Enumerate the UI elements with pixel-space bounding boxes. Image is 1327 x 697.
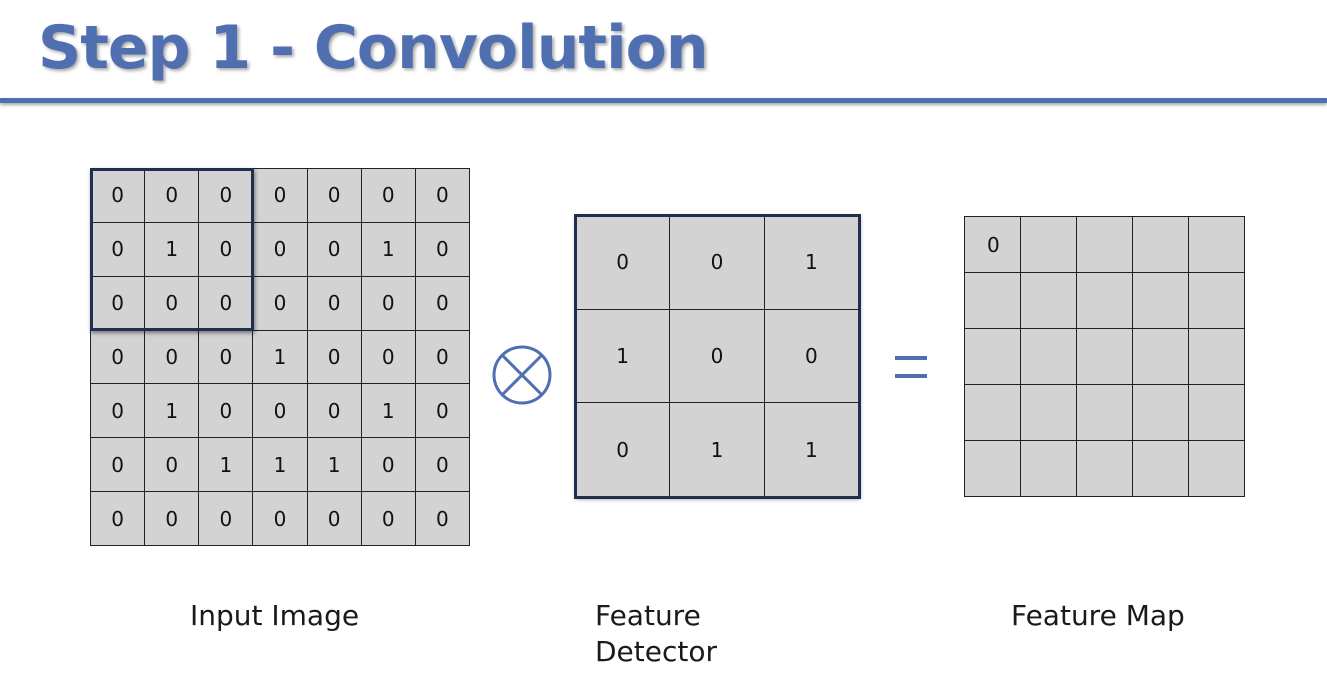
circled-times-icon — [492, 345, 552, 405]
grid-cell — [1189, 441, 1245, 497]
grid-cell — [1189, 273, 1245, 329]
grid-cell: 0 — [415, 492, 470, 546]
feature-map-grid: 0 — [964, 216, 1245, 497]
grid-cell: 0 — [145, 330, 200, 385]
grid-cell: 0 — [361, 438, 416, 493]
grid-cell — [1133, 385, 1189, 441]
grid-cell — [1133, 273, 1189, 329]
grid-cell: 0 — [415, 169, 470, 223]
grid-cell: 1 — [253, 438, 308, 493]
grid-cell: 0 — [415, 222, 470, 277]
equals-icon — [895, 356, 927, 378]
grid-cell: 1 — [764, 403, 859, 497]
grid-cell: 0 — [199, 384, 254, 439]
grid-cell: 0 — [361, 276, 416, 331]
grid-cell — [1133, 441, 1189, 497]
grid-cell — [1133, 217, 1189, 273]
grid-cell: 1 — [199, 438, 254, 493]
grid-cell: 0 — [145, 169, 200, 223]
grid-cell: 0 — [199, 276, 254, 331]
grid-cell — [1077, 441, 1133, 497]
grid-cell: 0 — [91, 222, 146, 277]
grid-cell: 1 — [764, 216, 859, 310]
grid-cell: 0 — [307, 492, 362, 546]
feature-detector-label-line1: Feature — [595, 599, 701, 632]
grid-cell: 0 — [415, 438, 470, 493]
grid-cell: 0 — [253, 169, 308, 223]
grid-cell — [1133, 329, 1189, 385]
grid-cell: 0 — [253, 222, 308, 277]
feature-map-label: Feature Map — [1011, 599, 1185, 632]
grid-cell: 0 — [764, 309, 859, 404]
grid-cell — [1021, 217, 1077, 273]
grid-cell: 1 — [361, 222, 416, 277]
grid-cell: 0 — [145, 438, 200, 493]
grid-cell — [1021, 385, 1077, 441]
grid-cell: 0 — [199, 330, 254, 385]
grid-cell — [965, 329, 1021, 385]
grid-cell: 0 — [307, 276, 362, 331]
grid-cell: 1 — [253, 330, 308, 385]
grid-cell: 0 — [415, 276, 470, 331]
grid-cell — [1021, 329, 1077, 385]
grid-cell — [1077, 217, 1133, 273]
grid-cell — [965, 273, 1021, 329]
grid-cell: 0 — [91, 492, 146, 546]
grid-cell: 0 — [91, 276, 146, 331]
grid-cell — [1021, 273, 1077, 329]
grid-cell: 1 — [361, 384, 416, 439]
grid-cell: 1 — [145, 384, 200, 439]
grid-cell: 0 — [91, 438, 146, 493]
grid-cell: 0 — [145, 492, 200, 546]
grid-cell: 1 — [670, 403, 765, 497]
grid-cell: 0 — [415, 384, 470, 439]
grid-cell: 0 — [91, 330, 146, 385]
grid-cell: 0 — [199, 492, 254, 546]
title-underline — [0, 98, 1327, 103]
grid-cell: 0 — [199, 222, 254, 277]
grid-cell — [1189, 217, 1245, 273]
grid-cell: 0 — [253, 492, 308, 546]
grid-cell: 0 — [670, 216, 765, 310]
grid-cell — [1021, 441, 1077, 497]
grid-cell: 0 — [576, 403, 671, 497]
grid-cell: 0 — [199, 169, 254, 223]
grid-cell: 0 — [361, 169, 416, 223]
grid-cell: 0 — [965, 217, 1021, 273]
grid-cell — [1189, 385, 1245, 441]
grid-cell: 0 — [307, 384, 362, 439]
grid-cell: 0 — [415, 330, 470, 385]
grid-cell: 0 — [91, 169, 146, 223]
grid-cell: 0 — [307, 222, 362, 277]
grid-cell: 1 — [145, 222, 200, 277]
grid-cell: 0 — [361, 492, 416, 546]
grid-cell: 0 — [253, 276, 308, 331]
grid-cell: 0 — [91, 384, 146, 439]
grid-cell: 0 — [576, 216, 671, 310]
slide-title: Step 1 - Convolution — [38, 13, 709, 83]
grid-cell: 0 — [253, 384, 308, 439]
grid-cell: 1 — [307, 438, 362, 493]
input-image-label: Input Image — [190, 599, 360, 632]
grid-cell — [1077, 385, 1133, 441]
grid-cell — [1077, 329, 1133, 385]
grid-cell: 0 — [307, 330, 362, 385]
grid-cell: 0 — [361, 330, 416, 385]
feature-detector-label-line2: Detector — [595, 635, 718, 668]
grid-cell: 1 — [576, 309, 671, 404]
grid-cell — [965, 441, 1021, 497]
grid-cell: 0 — [670, 309, 765, 404]
grid-cell — [1189, 329, 1245, 385]
grid-cell: 0 — [307, 169, 362, 223]
grid-cell: 0 — [145, 276, 200, 331]
grid-cell — [965, 385, 1021, 441]
grid-cell — [1077, 273, 1133, 329]
